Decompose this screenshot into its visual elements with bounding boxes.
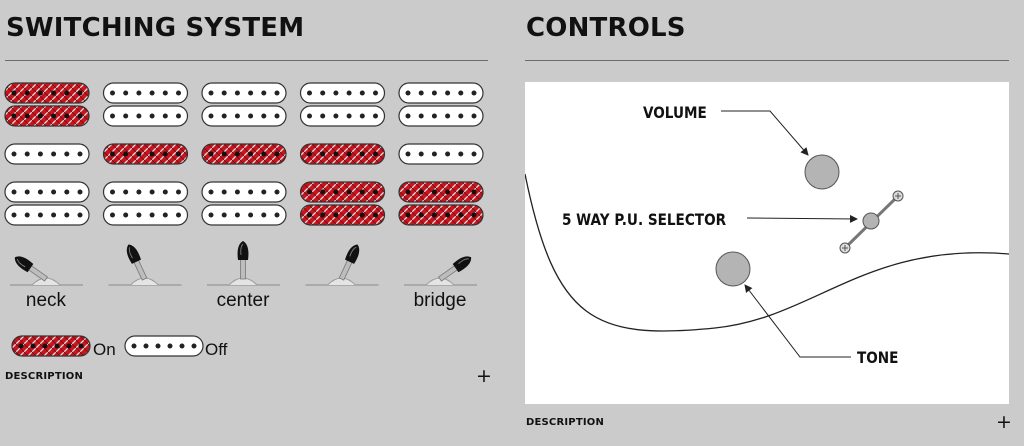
neck-pickup-bottom-4 <box>398 105 484 127</box>
neck-pickup-bottom-2 <box>201 105 287 127</box>
selector-lever-icon-0 <box>10 256 83 286</box>
position-label-bridge: bridge <box>414 290 467 311</box>
legend-off-pickup <box>124 335 204 357</box>
controls-description-toggle[interactable]: DESCRIPTION <box>526 417 605 428</box>
controls-divider <box>525 60 1009 61</box>
tone-label: TONE <box>857 349 898 367</box>
neck-pickup-bottom-0 <box>4 105 90 127</box>
neck-pickup-top-3 <box>299 82 386 104</box>
bridge-pickup-top-3 <box>299 181 386 203</box>
legend-on-label: On <box>93 340 116 359</box>
position-label-center: center <box>217 290 270 311</box>
middle-pickup-2 <box>201 143 287 165</box>
neck-pickup-top-0 <box>4 82 90 104</box>
bridge-pickup-top-0 <box>4 181 90 203</box>
volume-label: VOLUME <box>643 104 707 122</box>
switching-system-title: SWITCHING SYSTEM <box>6 13 305 43</box>
bridge-pickup-bottom-0 <box>4 204 90 226</box>
selector-lever-icon-3 <box>305 244 379 286</box>
neck-pickup-top-2 <box>201 82 287 104</box>
controls-panel: VOLUME 5 WAY P.U. SELECTOR TONE <box>525 82 1009 404</box>
neck-pickup-top-4 <box>398 82 484 104</box>
middle-pickup-4 <box>398 143 484 165</box>
legend-on-pickup <box>11 335 91 357</box>
plus-icon[interactable]: + <box>996 411 1012 433</box>
selector-label: 5 WAY P.U. SELECTOR <box>562 211 727 229</box>
switching-description-toggle[interactable]: DESCRIPTION <box>5 371 84 382</box>
plus-icon[interactable]: + <box>476 365 492 387</box>
volume-leader-line <box>721 110 809 156</box>
switching-divider <box>5 60 488 61</box>
position-label-neck: neck <box>26 290 67 311</box>
middle-pickup-1 <box>102 143 189 165</box>
bridge-pickup-bottom-3 <box>299 204 386 226</box>
controls-diagram: VOLUME 5 WAY P.U. SELECTOR TONE <box>525 104 1009 367</box>
bridge-pickup-top-2 <box>201 181 287 203</box>
selector-lever-icon-1 <box>108 244 182 286</box>
middle-pickup-0 <box>4 143 90 165</box>
neck-pickup-bottom-1 <box>102 105 189 127</box>
controls-title: CONTROLS <box>526 13 686 43</box>
switching-diagram: neck center bridge On Off <box>4 82 484 359</box>
guitar-body-outline <box>525 173 1009 332</box>
legend-off-label: Off <box>205 340 228 359</box>
selector-lever-icon-2 <box>207 241 280 286</box>
volume-knob <box>804 154 840 190</box>
bridge-pickup-bottom-4 <box>398 204 484 226</box>
neck-pickup-bottom-3 <box>299 105 386 127</box>
selector-lever-icon-4 <box>404 256 477 286</box>
middle-pickup-3 <box>299 143 386 165</box>
bridge-pickup-bottom-2 <box>201 204 287 226</box>
selector-leader-line <box>746 214 858 223</box>
bridge-pickup-top-1 <box>102 181 189 203</box>
tone-leader-line <box>744 284 851 358</box>
neck-pickup-top-1 <box>102 82 189 104</box>
selector-switch-icon <box>839 190 904 254</box>
bridge-pickup-bottom-1 <box>102 204 189 226</box>
bridge-pickup-top-4 <box>398 181 484 203</box>
tone-knob <box>715 251 751 287</box>
